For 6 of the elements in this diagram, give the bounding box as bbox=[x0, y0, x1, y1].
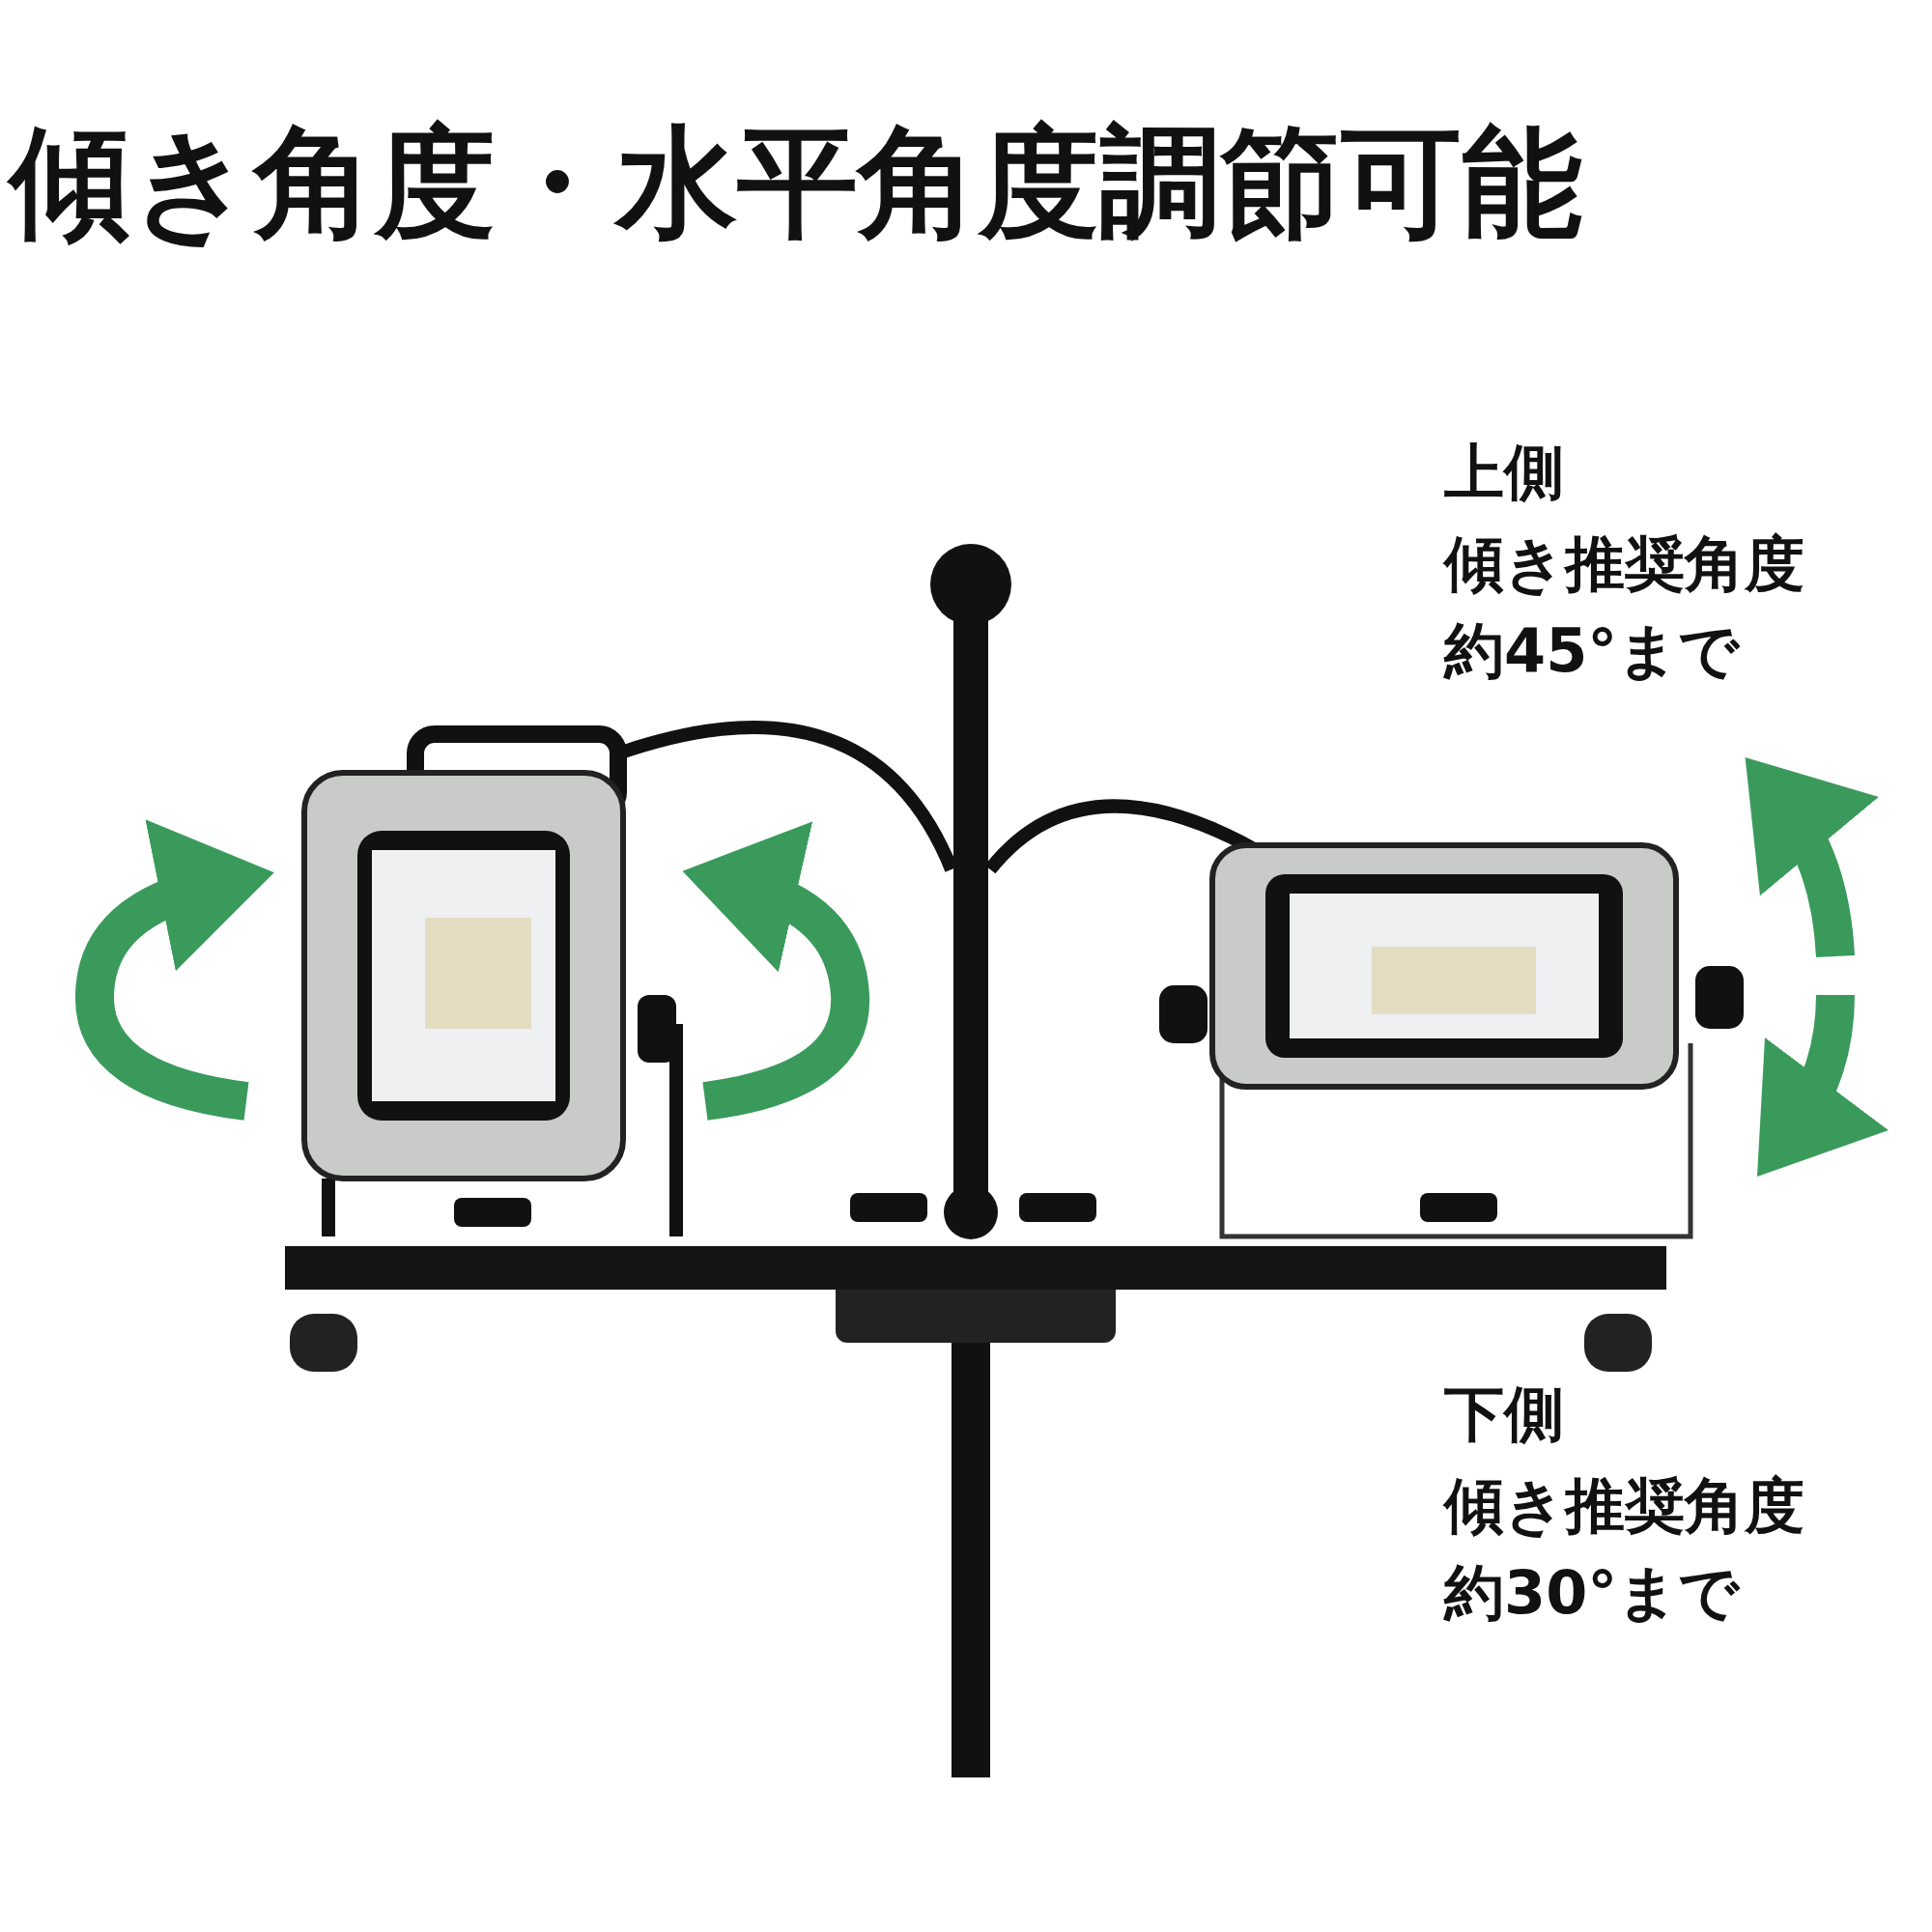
side-heading: 下側 bbox=[1444, 1381, 1564, 1448]
angle-note: 約45°まで bbox=[1444, 618, 1740, 685]
angle-note: 傾き推奨角度 bbox=[1444, 531, 1804, 598]
side-heading: 上側 bbox=[1444, 440, 1564, 506]
angle-note: 傾き推奨角度 bbox=[1444, 1473, 1804, 1540]
angle-note: 約30°まで bbox=[1444, 1560, 1740, 1627]
